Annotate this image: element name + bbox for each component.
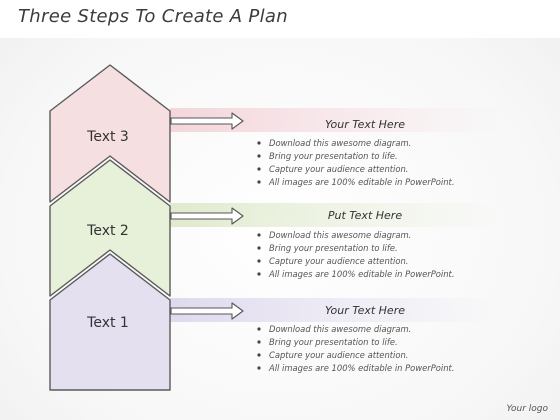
title-bar: Three Steps To Create A Plan	[0, 0, 560, 38]
step-1-label: Text 1	[86, 315, 129, 331]
arrow-step-2	[170, 207, 244, 225]
bullet: All images are 100% editable in PowerPoi…	[268, 269, 455, 279]
step-2-bullets: Download this awesome diagram. Bring you…	[257, 230, 455, 279]
step-1-chevron	[49, 253, 171, 391]
bullet: Bring your presentation to life.	[269, 243, 398, 253]
bullet: Download this awesome diagram.	[269, 138, 411, 148]
bullet: Download this awesome diagram.	[269, 324, 411, 334]
bullet: Download this awesome diagram.	[269, 230, 411, 240]
bullet: Capture your audience attention.	[269, 256, 408, 266]
arrow-step-3	[170, 112, 244, 130]
bullet: Capture your audience attention.	[269, 164, 408, 174]
arrow-step-1	[170, 302, 244, 320]
step-1-heading: Your Text Here	[325, 304, 405, 317]
bullet: Bring your presentation to life.	[269, 337, 398, 347]
step-3-chevron	[49, 64, 171, 203]
logo-placeholder: Your logo	[506, 404, 548, 414]
step-3-bullets: Download this awesome diagram. Bring you…	[257, 138, 455, 187]
step-3-heading: Your Text Here	[325, 118, 405, 131]
page-title: Three Steps To Create A Plan	[18, 6, 288, 27]
bullet: All images are 100% editable in PowerPoi…	[268, 363, 455, 373]
bullet: Capture your audience attention.	[269, 350, 408, 360]
bullet: Bring your presentation to life.	[269, 151, 398, 161]
step-1-bullets: Download this awesome diagram. Bring you…	[257, 324, 455, 373]
step-2-label: Text 2	[86, 223, 129, 239]
step-3-label: Text 3	[86, 129, 129, 145]
bullet: All images are 100% editable in PowerPoi…	[268, 177, 455, 187]
step-2-heading: Put Text Here	[328, 209, 402, 222]
step-2-chevron	[49, 159, 171, 297]
